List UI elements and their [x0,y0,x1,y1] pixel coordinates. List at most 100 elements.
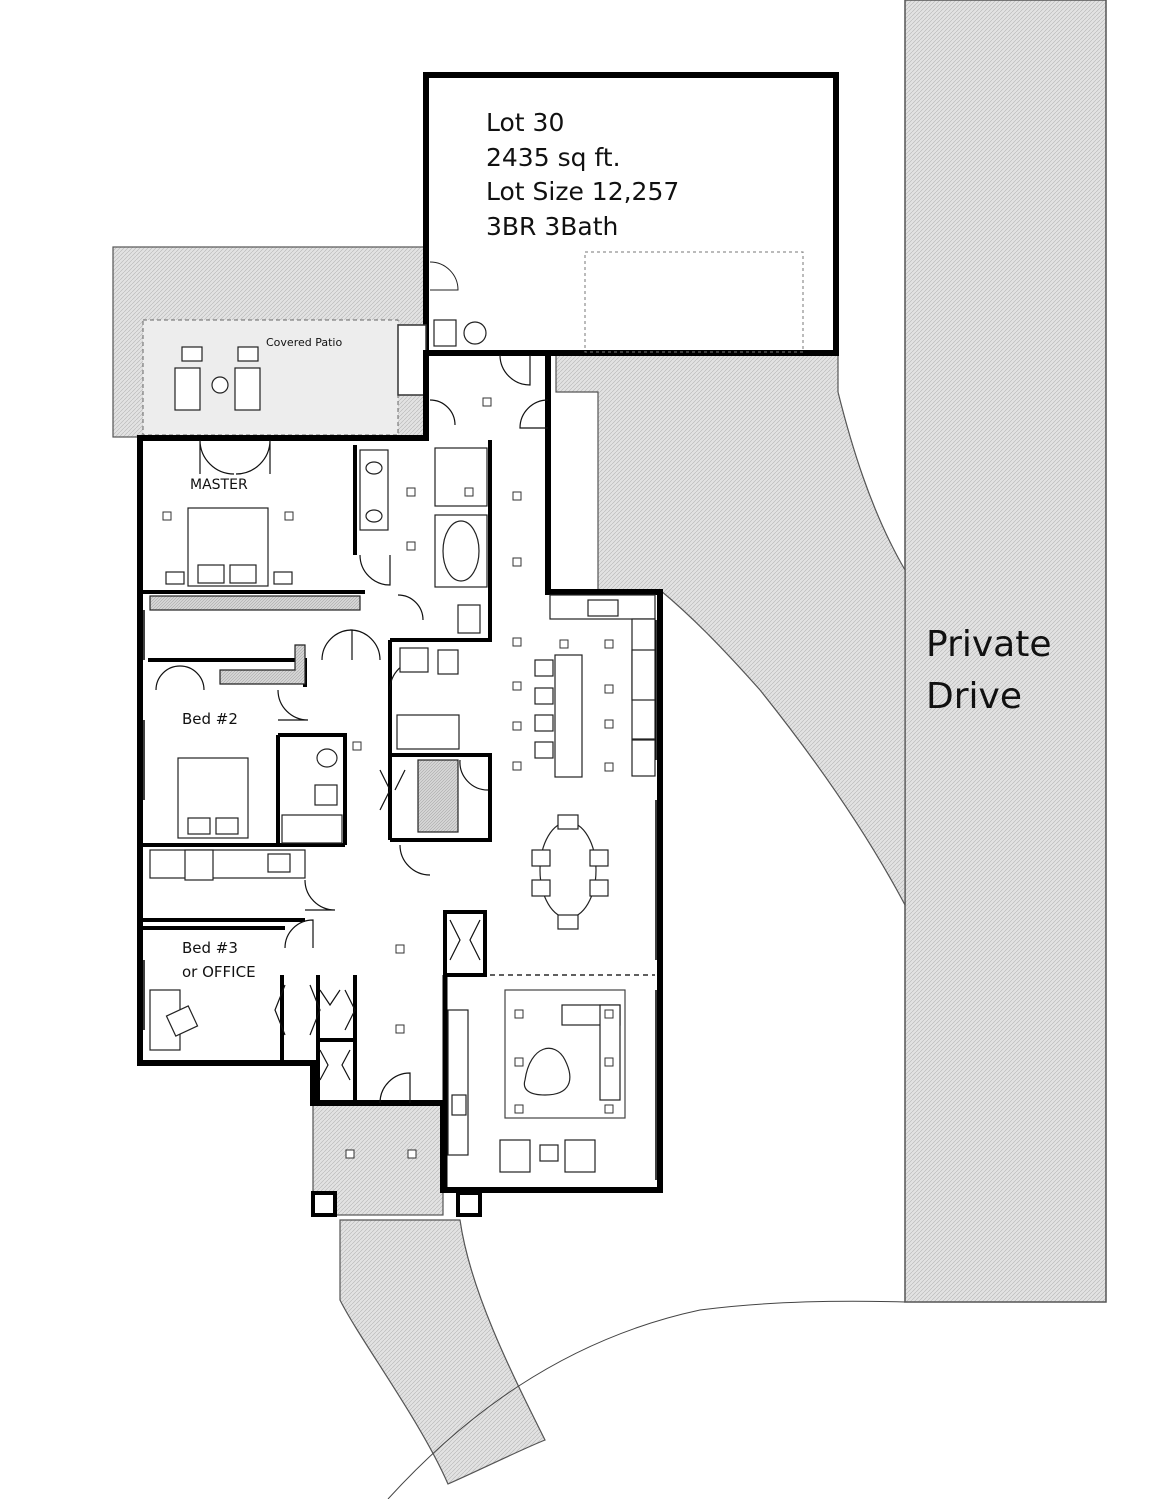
master-french-door [199,439,271,475]
living-rug [504,989,626,1119]
hall-door-1 [429,399,456,426]
dining-chair-5 [557,814,579,830]
master-pillow-2 [229,564,257,584]
lot-line [387,1300,906,1499]
ceiling-lights [162,397,614,1159]
dining-chair-1 [531,849,551,867]
water-heater-icon [433,319,457,347]
garage-side-door-swing [429,261,459,291]
bath2-sink-icon [316,748,338,768]
washer-icon [184,849,214,881]
sofa-side-icon [599,1004,621,1101]
coffee-table-icon [523,1047,571,1096]
master-bath-door [359,554,391,586]
bed2-door [277,689,309,721]
bed2-pillow-2 [215,817,239,835]
doors [155,354,549,1104]
master-closet-shelf [149,595,361,611]
bed3-label: Bed #3 [182,939,238,957]
master-label: MASTER [190,477,248,493]
hall-door-2 [519,399,549,429]
tub-basin-icon [442,520,480,582]
linen-shelf [417,759,459,833]
bath-wc-door [397,594,424,621]
dining-chair-3 [589,849,609,867]
lot-number-label: Lot 30 [486,108,564,137]
fireplace-insert-icon [451,1094,467,1116]
armchair-2-icon [564,1139,596,1173]
pantry-bifold [449,919,481,961]
patio-lounge-2 [234,367,261,411]
closet-bifold-3 [319,1049,351,1081]
closet-bifold-2 [319,989,356,1031]
bath2-tub-icon [281,814,343,844]
hall-sink-icon [399,647,429,673]
porch-column-left [311,1191,337,1217]
entry-closet-wall [316,975,357,1103]
stool-3-icon [534,714,554,732]
laundry-door [304,879,336,911]
patio-table-icon [211,376,229,394]
fixtures [149,346,656,1173]
bed-bath-label: 3BR 3Bath [486,212,618,241]
office-chair-icon [165,1005,199,1037]
bath2-toilet-icon [314,784,338,806]
dining-chair-2 [531,879,551,897]
garage-entry-door [499,354,531,386]
garage-door-opening [584,251,804,353]
master-nightstand-right [273,571,293,585]
stool-1-icon [534,659,554,677]
office-label: or OFFICE [182,963,256,981]
walk-in-closet-shelf [219,644,306,685]
sink-1-icon [365,461,383,475]
dining-chair-6 [557,914,579,930]
utility-sink-icon [463,321,487,345]
windows [139,610,661,1180]
closet-bifold-1 [274,984,321,1036]
covered-patio-label: Covered Patio [266,336,342,349]
stool-4-icon [534,741,554,759]
hall-toilet-icon [437,649,459,675]
garage-stair-landing [397,324,427,396]
bed3-door [284,919,314,949]
driveway-paving [555,354,906,906]
master-nightstand-left [165,571,185,585]
master-closet-door [321,629,381,661]
private-drive-label-line1: Private [926,624,1052,665]
sink-2-icon [365,509,383,523]
garage-wall [423,72,839,356]
square-footage-label: 2435 sq ft. [486,143,621,172]
private-drive-paving [904,0,1107,1303]
side-table-icon [539,1144,559,1162]
master-pillow-1 [197,564,225,584]
front-walkway [339,1219,546,1485]
toilet-master-icon [457,604,481,634]
info-block: Lot 30 2435 sq ft. Lot Size 12,257 3BR 3… [486,108,679,241]
linen-door [379,769,406,811]
hall-bath-wall [390,753,492,842]
laundry-sink-icon [267,853,291,873]
bed2-pillow-1 [187,817,211,835]
stool-2-icon [534,687,554,705]
porch-column-right [456,1191,482,1217]
bed2-closet-door [155,665,205,691]
bed2-bath-wall [278,733,347,845]
fridge-icon [631,739,656,777]
front-door [379,1072,411,1104]
kitchen-island [554,654,583,778]
patio-side-table-1 [181,346,203,362]
mud-door [399,844,431,876]
fireplace-hearth [447,1009,469,1156]
shower [434,447,488,507]
dining-table-icon [539,821,597,919]
patio-lounge-1 [174,367,201,411]
hall-tub-icon [396,714,460,750]
bath-bottom-wall [390,440,492,642]
bed2-label: Bed #2 [182,710,238,728]
range-icon [631,649,656,701]
garage [397,72,839,396]
armchair-1-icon [499,1139,531,1173]
storage-door [459,759,489,791]
private-drive-label-line2: Drive [926,676,1022,717]
